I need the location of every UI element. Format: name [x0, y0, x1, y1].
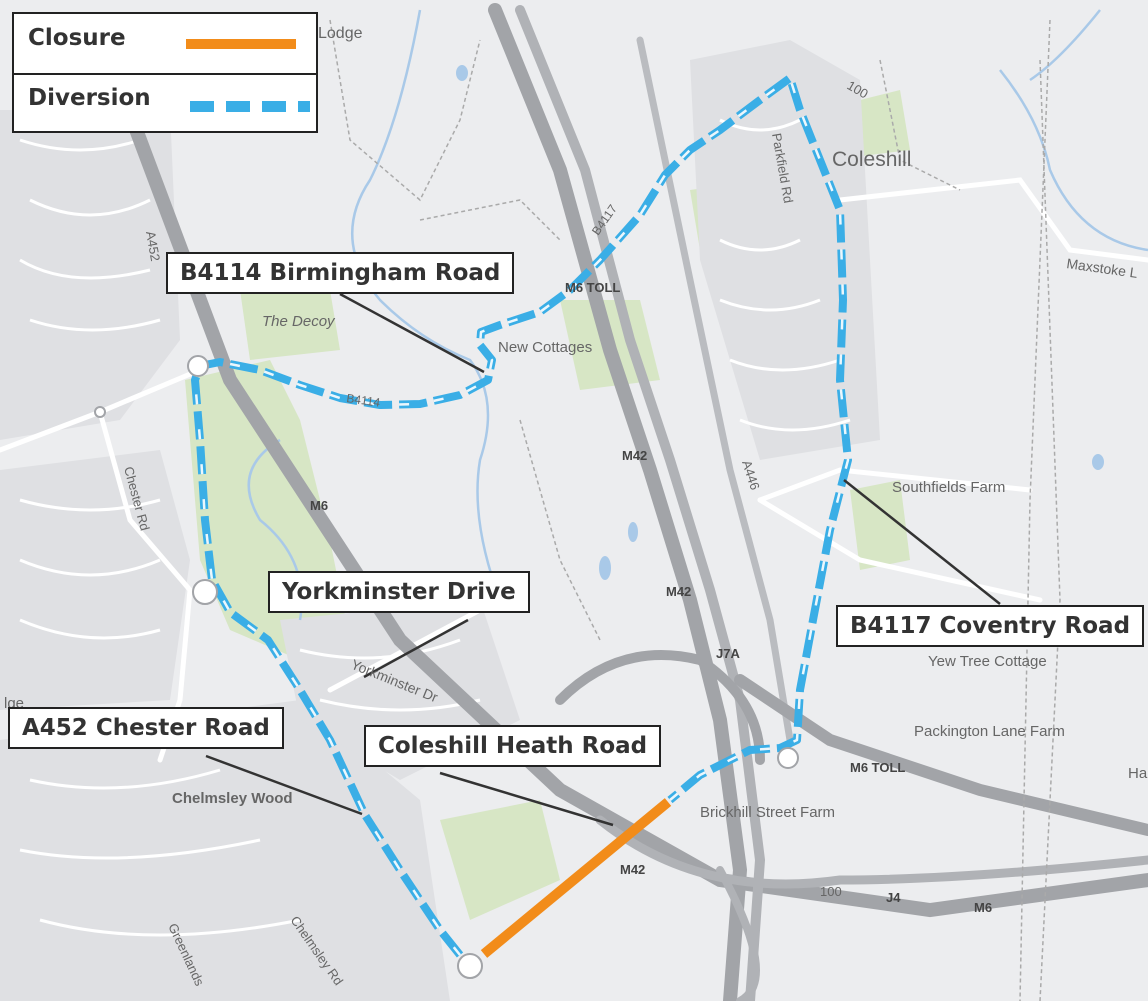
place-chelmsley-wood: Chelmsley Wood [172, 790, 293, 807]
legend-diversion-label: Diversion [28, 85, 151, 111]
road-label-m6-toll-south: M6 TOLL [850, 760, 905, 775]
urban-areas [0, 40, 880, 1001]
callout-coleshill-heath-road: Coleshill Heath Road [364, 725, 662, 767]
closure-segment [480, 798, 672, 958]
road-label-100-south: 100 [820, 884, 842, 899]
road-label-m42-a: M42 [622, 448, 647, 463]
water-bodies [456, 65, 1104, 580]
road-label-m42-b: M42 [666, 584, 691, 599]
diversion-swatch-dash [298, 101, 310, 112]
closure-swatch [186, 39, 296, 49]
place-new-cottages: New Cottages [498, 339, 592, 356]
roundabouts [94, 355, 799, 979]
place-the-decoy: The Decoy [262, 313, 336, 330]
place-ha: Ha [1128, 765, 1148, 782]
map-legend: Closure Diversion [12, 12, 318, 133]
callout-birmingham-road: B4114 Birmingham Road [166, 252, 515, 294]
road-label-a452: A452 [143, 230, 163, 263]
road-label-m6-west: M6 [310, 498, 328, 513]
place-packington: Packington Lane Farm [914, 723, 1065, 740]
place-lodge: Lodge [318, 25, 363, 42]
place-brickhill: Brickhill Street Farm [700, 804, 835, 821]
legend-diversion-row: Diversion [14, 74, 316, 133]
place-coleshill: Coleshill [832, 148, 911, 171]
road-label-j4: J4 [886, 890, 901, 905]
callout-leaders [205, 292, 1001, 827]
diversion-swatch-dash [226, 101, 250, 112]
diversion-swatch-dash [262, 101, 286, 112]
place-yew-tree: Yew Tree Cottage [928, 653, 1047, 670]
callout-yorkminster-drive: Yorkminster Drive [268, 571, 530, 613]
road-label-b4114: B4114 [346, 391, 382, 410]
road-label-j7a: J7A [716, 646, 740, 661]
callout-coventry-road: B4117 Coventry Road [836, 605, 1145, 647]
legend-closure-row: Closure [14, 14, 316, 75]
waterways [247, 9, 1148, 621]
road-label-m6-east: M6 [974, 900, 992, 915]
footpaths [329, 19, 1061, 1001]
place-southfields: Southfields Farm [892, 479, 1005, 496]
road-label-m42-c: M42 [620, 862, 645, 877]
motorways [103, 3, 1148, 1001]
callout-chester-road: A452 Chester Road [8, 707, 284, 749]
road-label-m6-toll-north: M6 TOLL [565, 280, 620, 295]
residential-streets [19, 118, 851, 937]
legend-closure-label: Closure [28, 25, 126, 51]
diversion-swatch-dash [190, 101, 214, 112]
